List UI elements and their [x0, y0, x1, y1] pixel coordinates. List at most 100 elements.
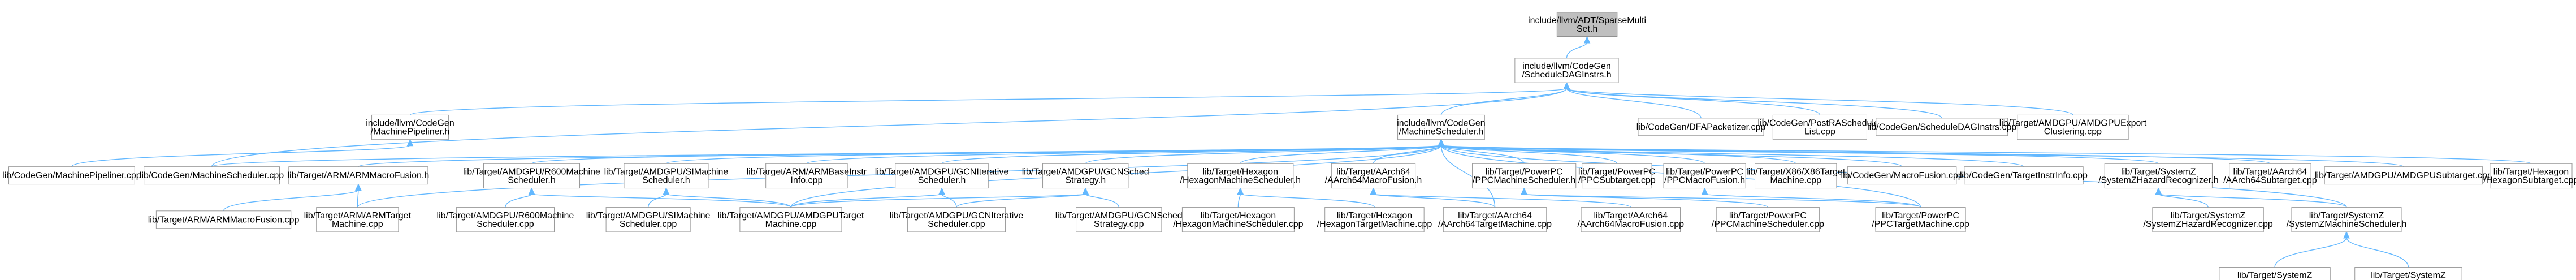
- node-label-line: lib/Target/PowerPC: [1486, 167, 1563, 176]
- file-node[interactable]: lib/Target/SystemZ/SystemZTargetMachine.…: [2351, 267, 2466, 280]
- file-node[interactable]: include/llvm/CodeGen/ScheduleDAGInstrs.h: [1514, 58, 1619, 83]
- node-label-line: lib/Target/SystemZ: [2121, 167, 2196, 176]
- file-node[interactable]: lib/Target/SystemZ/SystemZHazardRecogniz…: [2143, 207, 2273, 232]
- file-node[interactable]: lib/CodeGen/MacroFusion.cpp: [1841, 166, 1963, 185]
- dependency-edge: [1563, 81, 1942, 119]
- file-node[interactable]: lib/Target/SystemZ/SystemZHazardRecogniz…: [2098, 163, 2219, 189]
- file-node[interactable]: lib/Target/SystemZ/SystemZMachineSchedul…: [2287, 207, 2407, 232]
- edge-line: [1523, 193, 1921, 208]
- file-node[interactable]: include/llvm/CodeGen/MachinePipeliner.h: [366, 114, 454, 140]
- node-label-line: /PPCTargetMachine.cpp: [1872, 219, 1969, 229]
- file-node[interactable]: lib/CodeGen/TargetInstrInfo.cpp: [1960, 166, 2088, 185]
- node-box: [1181, 207, 1295, 232]
- file-node[interactable]: lib/Target/AArch64/AArch64Subtarget.cpp: [2223, 163, 2317, 189]
- edge-line: [531, 193, 791, 208]
- file-node[interactable]: lib/Target/Hexagon/HexagonTargetMachine.…: [1317, 207, 1432, 232]
- file-node[interactable]: lib/Target/ARM/ARMMacroFusion.h: [287, 166, 429, 185]
- file-node[interactable]: lib/CodeGen/DFAPacketizer.cpp: [1636, 118, 1766, 136]
- node-box: [1076, 207, 1162, 232]
- file-node[interactable]: lib/Target/Hexagon/HexagonMachineSchedul…: [1180, 163, 1301, 189]
- file-node[interactable]: lib/Target/AMDGPU/GCNIterativeScheduler.…: [890, 207, 1024, 232]
- edge-line: [1440, 145, 2404, 167]
- dependency-edge: [1373, 139, 1445, 164]
- node-label-line: lib/CodeGen/TargetInstrInfo.cpp: [1960, 171, 2088, 180]
- node-label-line: lib/CodeGen/MachinePipeliner.cpp: [2, 171, 141, 180]
- file-node[interactable]: lib/Target/PowerPC/PPCMachineScheduler.h: [1472, 163, 1577, 189]
- edge-arrowhead: [1701, 187, 1708, 195]
- nodes-layer: include/llvm/ADT/SparseMultiSet.hinclude…: [2, 12, 2576, 280]
- file-node[interactable]: lib/Target/PowerPC/PPCTargetMachine.cpp: [1872, 207, 1969, 232]
- file-node[interactable]: lib/Target/AMDGPU/AMDGPUTargetMachine.cp…: [718, 207, 864, 232]
- edge-arrowhead: [1583, 36, 1591, 44]
- node-box: [1755, 163, 1837, 189]
- node-label-line: lib/Target/ARM/ARMTarget: [304, 211, 412, 221]
- node-label-line: lib/Target/SystemZ: [2237, 271, 2313, 280]
- file-node[interactable]: lib/Target/PowerPC/PPCMacroFusion.h: [1663, 163, 1746, 189]
- node-label-line: Scheduler.h: [918, 175, 966, 185]
- node-box: [1581, 207, 1681, 232]
- edge-line: [647, 193, 667, 208]
- file-node[interactable]: lib/Target/AMDGPU/R600MachineScheduler.c…: [437, 207, 574, 232]
- edge-line: [790, 193, 1086, 208]
- edge-line: [2346, 237, 2409, 268]
- dependency-edge: [1237, 187, 1375, 208]
- dependency-edge: [1563, 81, 2073, 116]
- node-label-line: /HexagonMachineScheduler.cpp: [1173, 219, 1303, 229]
- file-node[interactable]: lib/Target/ARM/ARMMacroFusion.cpp: [148, 210, 300, 229]
- file-node[interactable]: lib/Target/PowerPC/PPCSubtarget.cpp: [1578, 163, 1656, 189]
- node-label-line: /ScheduleDAGInstrs.h: [1522, 70, 1611, 80]
- node-label-line: Clustering.cpp: [2044, 127, 2102, 137]
- dependency-edge: [663, 187, 791, 208]
- node-label-line: lib/Target/AMDGPU/AMDGPUSubtarget.cpp: [2315, 171, 2492, 180]
- edge-line: [1240, 145, 1442, 164]
- file-node[interactable]: lib/Target/Hexagon/HexagonMachineSchedul…: [1173, 207, 1304, 232]
- edges-layer: [71, 36, 2532, 268]
- edge-line: [71, 145, 411, 167]
- file-node[interactable]: lib/CodeGen/MachineScheduler.cpp: [140, 166, 284, 185]
- node-label-line: lib/Target/ARM/ARMMacroFusion.h: [287, 171, 429, 180]
- node-label-line: /AArch64TargetMachine.cpp: [1438, 219, 1552, 229]
- file-node[interactable]: lib/Target/AMDGPU/GCNIterativeScheduler.…: [875, 163, 1009, 189]
- dependency-edge: [2274, 231, 2350, 268]
- file-node[interactable]: lib/CodeGen/MachinePipeliner.cpp: [2, 166, 141, 185]
- file-node[interactable]: lib/CodeGen/ScheduleDAGInstrs.cpp: [1867, 118, 2016, 136]
- edge-arrowhead: [1438, 139, 1445, 147]
- node-label-line: lib/Target/PowerPC: [1729, 211, 1807, 221]
- file-node[interactable]: include/llvm/CodeGen/MachineScheduler.h: [1397, 114, 1486, 140]
- edge-line: [2274, 237, 2347, 268]
- dependency-edge: [1082, 187, 1119, 208]
- node-box: [1443, 207, 1547, 232]
- file-node[interactable]: lib/Target/SystemZ/SystemZMachineSchedul…: [2210, 267, 2340, 280]
- node-box: [765, 163, 848, 189]
- edge-line: [1440, 145, 1496, 208]
- edge-arrowhead: [1237, 187, 1244, 195]
- file-node[interactable]: lib/Target/Hexagon/HexagonSubtarget.cpp: [2483, 163, 2576, 189]
- edge-arrowhead: [1563, 81, 1570, 89]
- edge-line: [1704, 193, 1921, 208]
- file-node[interactable]: lib/Target/AArch64/AArch64MacroFusion.cp…: [1578, 207, 1685, 232]
- node-label-line: lib/Target/PowerPC: [1666, 167, 1743, 176]
- node-label-line: lib/CodeGen/ScheduleDAGInstrs.cpp: [1867, 122, 2016, 132]
- edge-arrowhead: [528, 187, 535, 195]
- node-label-line: lib/Target/AArch64: [1594, 211, 1668, 221]
- node-label-line: /SystemZMachineScheduler.cpp: [2210, 279, 2340, 280]
- dependency-edge: [2155, 187, 2347, 208]
- dependency-edge: [71, 139, 414, 167]
- file-node[interactable]: lib/Target/AArch64/AArch64TargetMachine.…: [1438, 207, 1552, 232]
- file-node[interactable]: lib/Target/PowerPC/PPCMachineScheduler.c…: [1712, 207, 1824, 232]
- file-node[interactable]: lib/Target/AArch64/AArch64MacroFusion.h: [1325, 163, 1422, 189]
- file-node[interactable]: lib/Target/AMDGPU/AMDGPUSubtarget.cpp: [2315, 166, 2492, 185]
- edge-arrowhead: [663, 187, 670, 195]
- node-label-line: Machine.cpp: [765, 219, 817, 229]
- edge-arrowhead: [355, 183, 362, 191]
- file-node[interactable]: lib/Target/AMDGPU/AMDGPUExportClustering…: [1999, 114, 2147, 140]
